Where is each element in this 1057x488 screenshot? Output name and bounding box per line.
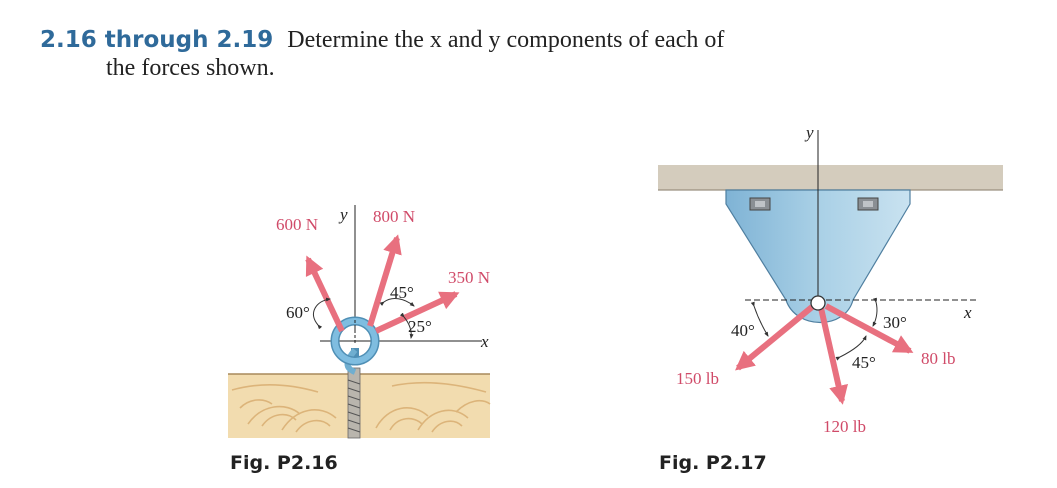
angle-arc-40 [750,301,769,337]
angle-label-45b: 45° [852,353,876,372]
force-arrow-350n [374,291,460,334]
label-800n: 800 N [373,207,415,226]
angle-label-45: 45° [390,283,414,302]
wood-grain [231,381,491,433]
pin-joint [810,295,826,311]
label-150lb: 150 lb [676,369,719,388]
force-arrow-120lb [818,307,848,405]
angle-label-40: 40° [731,321,755,340]
angle-arc-45 [379,298,415,307]
caption-fig-p2-16: Fig. P2.16 [230,452,338,474]
angle-arc-30 [872,297,878,327]
problem-statement-line2: the forces shown. [106,55,275,81]
problem-number: 2.16 through 2.19 [40,27,274,53]
angle-arc-45-17 [835,335,867,361]
angle-arc-25 [399,312,414,339]
label-120lb: 120 lb [823,417,866,436]
x-axis-label-16: x [480,332,489,351]
x-axis-label-17: x [963,303,972,322]
force-arrow-150lb [735,304,814,371]
problem-statement-line1: Determine the x and y components of each… [287,27,725,53]
force-arrow-800n [367,234,402,327]
label-350n: 350 N [448,268,490,287]
label-80lb: 80 lb [921,349,955,368]
screw-thread [347,379,361,433]
problem-header: 2.16 through 2.19 Determine the x and y c… [40,26,800,82]
y-axis-label-17: y [804,123,814,142]
angle-label-30: 30° [883,313,907,332]
angle-label-60: 60° [286,303,310,322]
screw-shank [347,367,361,439]
angle-arc-60 [313,297,331,330]
caption-fig-p2-17: Fig. P2.17 [659,452,767,474]
y-axis-label-16: y [338,205,348,224]
figure-p2-17: 150 lb 120 lb 80 lb 40° 30° 45° y x [658,123,1003,436]
figure-p2-16: 600 N 800 N 350 N 60° 45° 25° y x [228,205,491,439]
label-600n: 600 N [276,215,318,234]
angle-label-25: 25° [408,317,432,336]
ceiling-beam [658,165,1003,190]
force-arrow-600n [305,255,345,333]
force-arrow-80lb [824,303,914,354]
